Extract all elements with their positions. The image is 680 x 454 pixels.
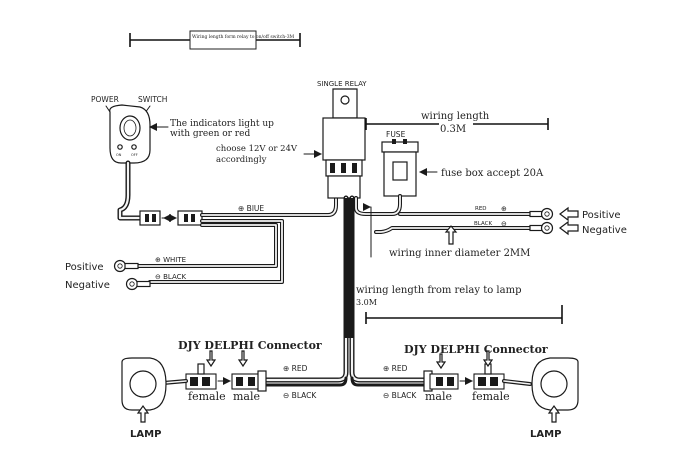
right-male-arrow-icon (435, 353, 447, 370)
indicator-note-line2: with green or red (170, 129, 250, 139)
left-male-connector (231, 370, 267, 392)
switch-positive-terminal (113, 259, 139, 273)
relay-wiring-length-dimension: wiring length 0.3M (365, 111, 549, 135)
relay-harness-boot (327, 175, 361, 199)
right-lamp (531, 357, 579, 411)
battery-positive-terminal (529, 207, 554, 221)
right-black-wire-label: ⊖ BLACK (383, 391, 417, 400)
white-wire-label: ⊕ WHITE (155, 256, 186, 264)
black-wire-label: ⊖ BLACK (155, 273, 187, 281)
right-male-connector (423, 370, 459, 392)
wiring-length-label: wiring length (421, 111, 490, 122)
right-male-label: male (425, 390, 452, 403)
indicator-light-icon (117, 144, 123, 150)
right-female-label: female (472, 390, 510, 403)
switch-wiring-length-dimension: Wiring length form relay to on/off switc… (129, 30, 301, 50)
switch-negative-label: Negative (65, 280, 110, 291)
blue-wire (200, 196, 338, 217)
relay-to-lamp-value: 3.0M (356, 298, 377, 307)
fuse-label: FUSE (386, 130, 406, 139)
right-red-wire-label: ⊕ RED (383, 364, 408, 373)
switch-negative-terminal (125, 277, 151, 291)
header-note: Wiring length form relay to on/off switc… (192, 34, 295, 40)
inner-diameter-note: wiring inner diameter 2MM (389, 248, 530, 259)
header-note-box (189, 30, 257, 50)
right-female-connector (473, 363, 505, 390)
relay-to-lamp-label: wiring length from relay to lamp (356, 285, 521, 296)
right-female-arrow-icon (482, 350, 494, 368)
left-female-arrow-icon (205, 350, 217, 368)
right-connector-title: DJY DELPHI Connector (404, 343, 548, 356)
voltage-note-line1: choose 12V or 24V (216, 144, 298, 154)
left-connector-title: DJY DELPHI Connector (178, 339, 322, 352)
indicator-note-line1: The indicators light up (170, 119, 274, 129)
positive-arrow-icon (559, 206, 579, 222)
switch-rocker (119, 115, 141, 141)
battery-red-label: RED (475, 206, 487, 212)
right-lamp-label: LAMP (530, 429, 561, 440)
main-harness-sleeve (344, 198, 354, 338)
left-black-wire-label: ⊖ BLACK (283, 391, 317, 400)
blue-wire-label: ⊕ BlUE (238, 204, 264, 213)
single-relay: SINGLE RELAY (317, 80, 367, 199)
battery-black-label: BLACK (474, 221, 492, 227)
switch-positive-label: Positive (65, 262, 104, 273)
left-lamp-label: LAMP (130, 429, 161, 440)
on-label: ON (116, 153, 122, 157)
diameter-arrow-icon (444, 225, 458, 245)
off-label: OFF (131, 153, 138, 157)
rocker-switch: POWER SWITCH ON OFF The indicators light… (91, 95, 274, 164)
left-male-label: male (233, 390, 260, 403)
left-lamp-arrow-icon (136, 404, 150, 423)
indicator-light-icon (131, 144, 137, 150)
power-label: POWER (91, 95, 119, 104)
relay-fuse-wire (354, 194, 402, 216)
battery-negative-label: Negative (582, 225, 627, 236)
left-male-arrow-icon (237, 350, 249, 368)
switch-label: SWITCH (138, 95, 167, 104)
relay-label: SINGLE RELAY (317, 80, 367, 88)
left-red-wire-label: ⊕ RED (283, 364, 308, 373)
left-female-connector (185, 363, 217, 390)
relay-body (322, 117, 366, 161)
battery-black-minus: ⊖ (501, 220, 507, 228)
battery-red-plus: ⊕ (501, 205, 507, 213)
left-female-label: female (188, 390, 226, 403)
voltage-note-line2: accordingly (216, 155, 267, 165)
fuse-note: fuse box accept 20A (441, 168, 544, 179)
battery-positive-label: Positive (582, 210, 621, 221)
battery-negative-terminal (529, 221, 554, 235)
fuse-holder: FUSE (381, 130, 419, 197)
negative-arrow-icon (559, 220, 579, 236)
switch-harness-connector (139, 210, 203, 226)
right-lamp-arrow-icon (547, 404, 561, 423)
left-lamp (121, 357, 167, 411)
wiring-length-value: 0.3M (440, 124, 466, 135)
